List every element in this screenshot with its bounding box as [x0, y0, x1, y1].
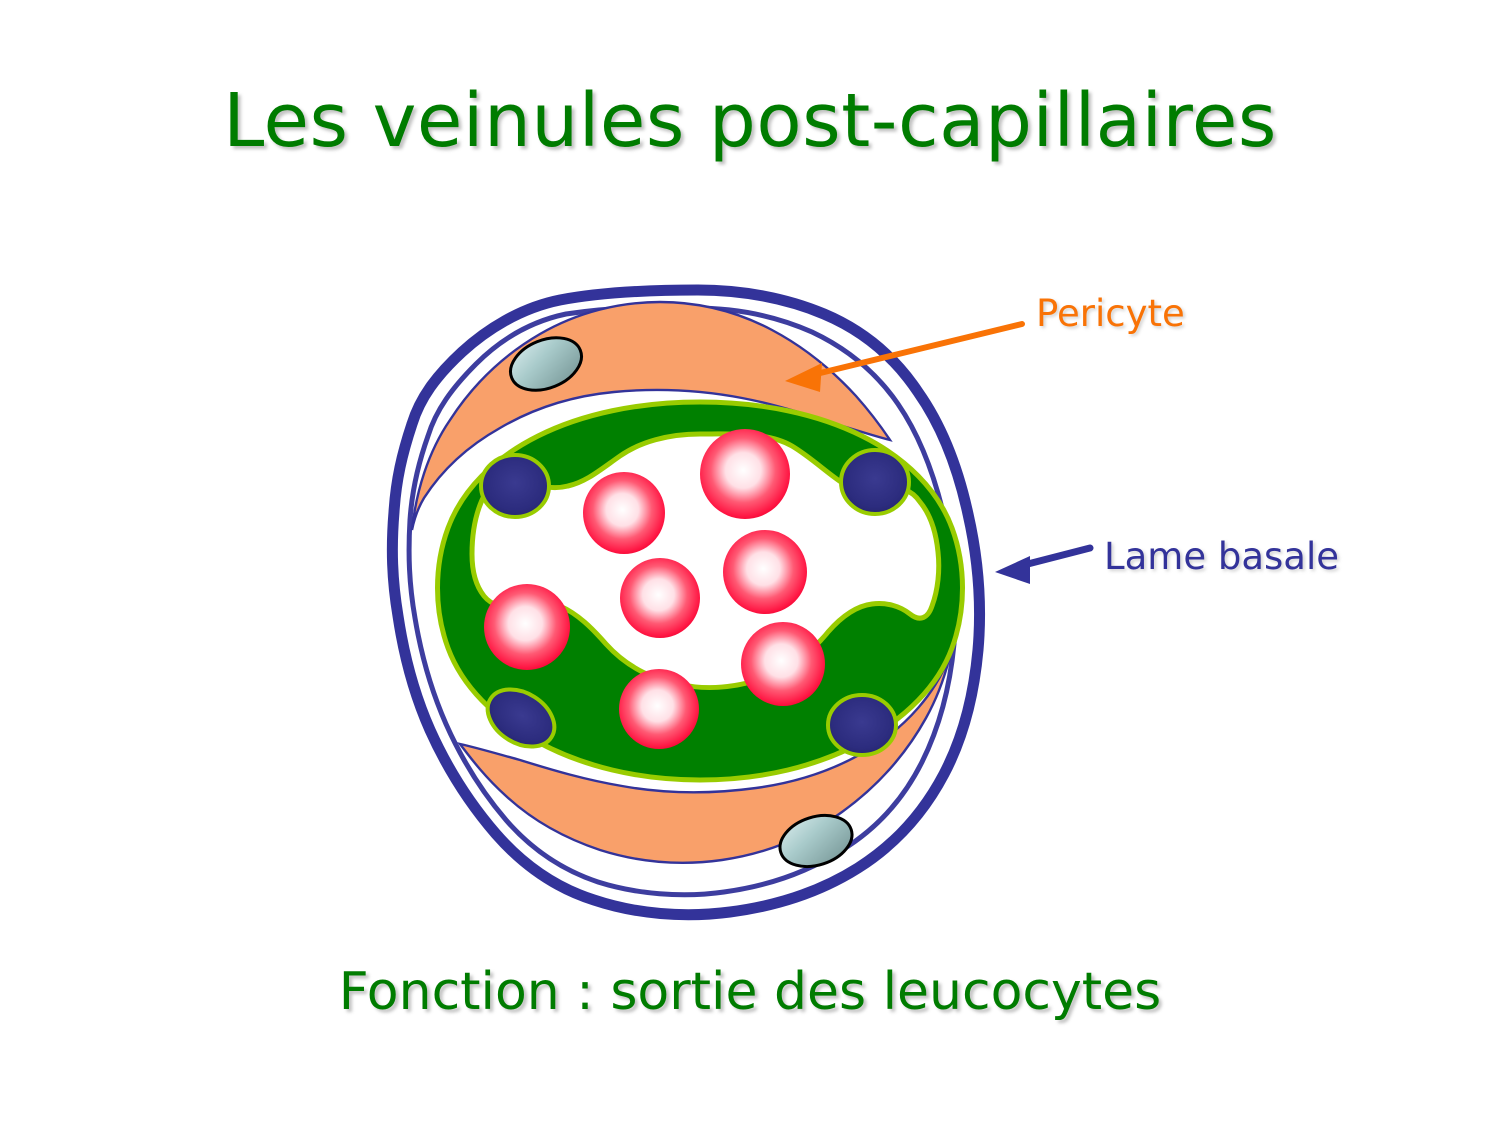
figure-caption: Fonction : sortie des leucocytes	[338, 962, 1162, 1022]
annotation-label-lame-basale: Lame basale	[1104, 535, 1340, 578]
lame-basale-leader-line	[1016, 544, 1094, 570]
basal-lamina-layer	[386, 284, 986, 921]
erythrocyte	[700, 429, 790, 519]
erythrocyte	[583, 472, 665, 554]
basal-lamina-inner-outline	[406, 304, 959, 898]
pericyte-layer	[410, 300, 960, 869]
annotation-label-pericyte: Pericyte	[1036, 292, 1185, 335]
erythrocyte	[484, 584, 570, 670]
endothelium-layer	[435, 399, 965, 783]
lame-basale-arrowhead-icon	[995, 556, 1030, 584]
erythrocyte	[620, 558, 700, 638]
endothelial-nucleus	[479, 453, 551, 519]
erythrocyte	[741, 622, 825, 706]
pericyte-arrowhead-icon	[785, 363, 822, 392]
basal-lamina-outer-outline	[386, 284, 986, 921]
pericyte-nucleus	[509, 336, 583, 392]
endothelial-nucleus	[826, 693, 898, 757]
erythrocyte	[723, 530, 807, 614]
endothelial-nucleus	[839, 448, 911, 516]
erythrocyte	[619, 669, 699, 749]
endothelial-nucleus	[485, 687, 557, 749]
pericyte-leader-line	[809, 321, 1025, 378]
pericyte-nucleus	[778, 813, 854, 869]
page-title: Les veinules post-capillaires	[223, 78, 1277, 164]
annotation-arrows	[785, 321, 1094, 584]
erythrocyte-group	[484, 429, 825, 749]
